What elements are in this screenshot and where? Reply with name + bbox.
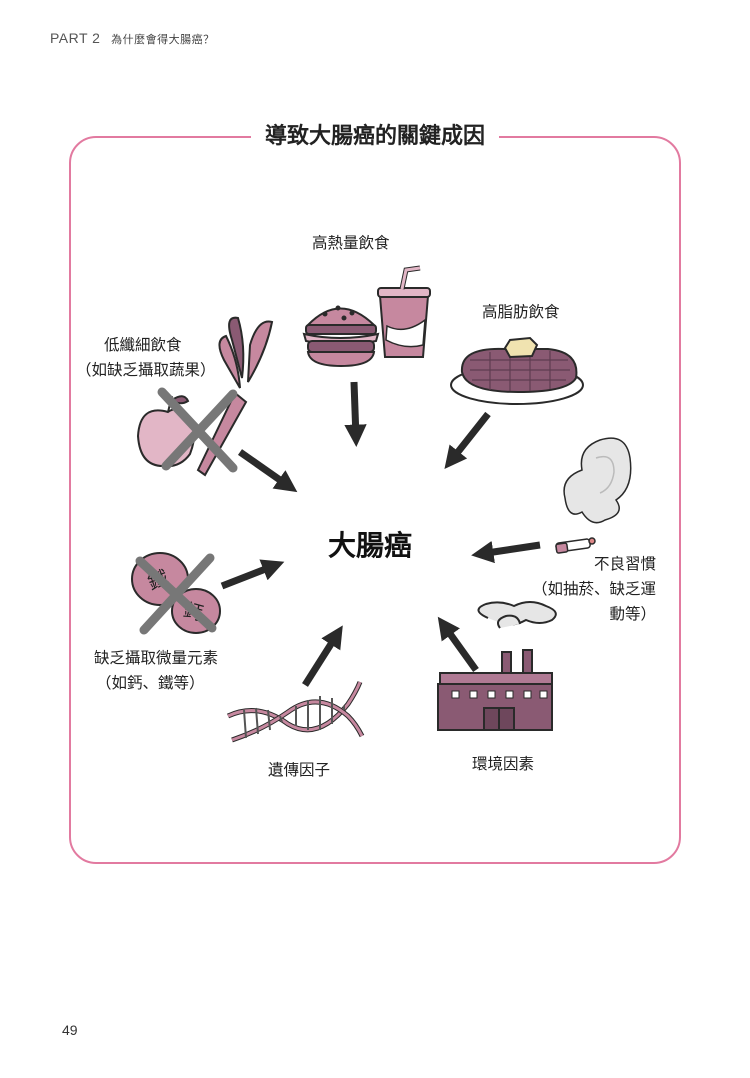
factory-icon	[437, 601, 557, 731]
arrow-high-fat	[444, 411, 491, 470]
center-label: 大腸癌	[328, 529, 413, 562]
arrow-minerals	[220, 559, 285, 590]
arrow-genetic	[302, 625, 343, 687]
arrow-habits	[471, 540, 541, 564]
label-high-fat: 高脂肪飲食	[482, 303, 560, 321]
steak-icon	[450, 336, 584, 405]
burger-and-soda-icon	[302, 265, 431, 368]
label-low-fiber: 低纖細飲食 （如缺乏攝取蔬果）	[76, 333, 216, 383]
chapter-title: 為什麼會得大腸癌？	[111, 33, 215, 46]
arrow-environment	[437, 616, 479, 673]
label-habits-line1: 不良習慣	[594, 555, 657, 573]
crossed-out-mineral-tablets-icon: 鐵 鈣	[131, 552, 221, 635]
cigarette-smoke-icon	[555, 437, 632, 554]
label-minerals: 缺乏攝取微量元素 （如鈣、鐵等）	[94, 646, 218, 696]
dna-helix-icon	[226, 681, 365, 743]
label-genetic: 遺傳因子	[268, 761, 331, 779]
crossed-out-fruit-vegetables-icon	[136, 316, 274, 477]
label-minerals-line2: （如鈣、鐵等）	[96, 674, 205, 692]
page-header: PART 2 為什麼會得大腸癌？	[50, 30, 215, 47]
label-low-fiber-line1: 低纖細飲食	[104, 336, 182, 354]
label-habits: 不良習慣 （如抽菸、缺乏運 動等）	[520, 552, 656, 627]
label-high-calorie: 高熱量飲食	[312, 234, 390, 252]
label-minerals-line1: 缺乏攝取微量元素	[94, 649, 219, 667]
label-environment: 環境因素	[472, 755, 535, 773]
label-low-fiber-line2: （如缺乏攝取蔬果）	[76, 361, 216, 379]
part-label: PART 2	[50, 30, 101, 46]
diagram-title: 導致大腸癌的關鍵成因	[0, 118, 750, 150]
label-habits-line3: 動等）	[609, 605, 657, 623]
page-number: 49	[62, 1022, 78, 1038]
label-habits-line2: （如抽菸、缺乏運	[532, 580, 657, 598]
arrow-high-calorie	[344, 381, 367, 447]
arrow-low-fiber	[237, 449, 298, 493]
arrows	[220, 381, 541, 687]
